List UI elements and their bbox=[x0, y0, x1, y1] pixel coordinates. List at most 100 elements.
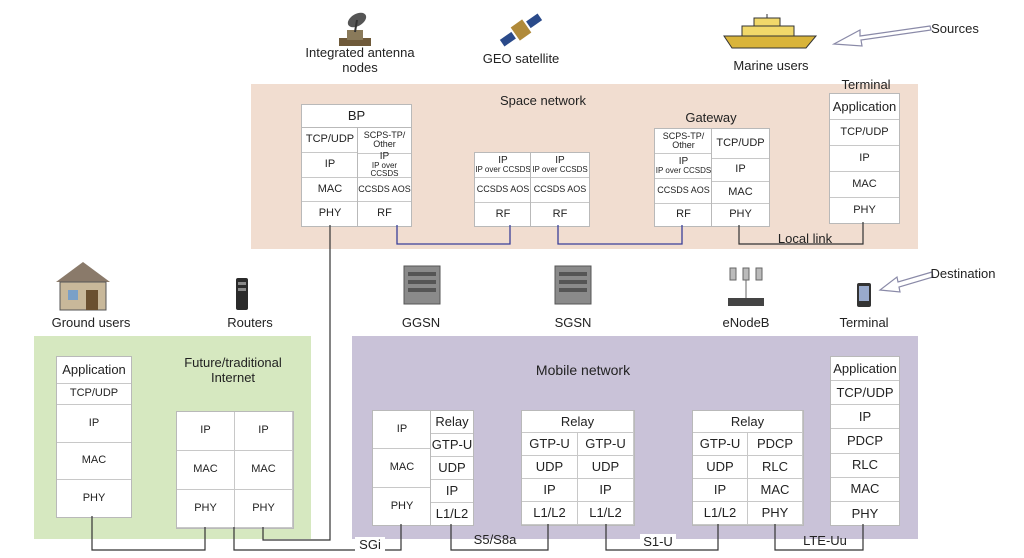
bp-right-ip: IP IP over CCSDS bbox=[358, 151, 411, 178]
gw-left-ip-sub: IP over CCSDS bbox=[655, 166, 712, 176]
mt-phy: PHY bbox=[831, 501, 899, 525]
terminal-label: Terminal bbox=[839, 315, 889, 330]
phone-icon bbox=[857, 283, 871, 307]
gw-right-tcpudp: TCP/UDP bbox=[712, 129, 769, 160]
ship-icon bbox=[723, 14, 818, 49]
space-term-mac: MAC bbox=[830, 172, 899, 198]
satellite-icon bbox=[499, 13, 543, 47]
sgi-label: SGi bbox=[355, 537, 385, 552]
lteuu-label: LTE-Uu bbox=[803, 533, 847, 548]
sgsn-gtpu-r: GTP-U bbox=[578, 433, 634, 456]
mt-tcpudp: TCP/UDP bbox=[831, 381, 899, 406]
ggsn-left-phy: PHY bbox=[373, 487, 431, 525]
enodeb-icon bbox=[728, 267, 764, 306]
sat-right-stack: IP IP over CCSDS CCSDS AOS RF bbox=[530, 152, 590, 227]
gw-right-stack: TCP/UDP IP MAC PHY bbox=[711, 128, 770, 227]
sat-right-rf: RF bbox=[531, 203, 589, 226]
sat-left-ip-sub: IP over CCSDS bbox=[475, 165, 531, 175]
sat-left-rf: RF bbox=[475, 203, 531, 226]
space-term-tcpudp: TCP/UDP bbox=[830, 120, 899, 146]
sgsn-icon bbox=[554, 265, 592, 305]
house-icon bbox=[56, 262, 110, 311]
bp-left-stack: TCP/UDP IP MAC PHY bbox=[301, 127, 359, 227]
sgsn-ip-r: IP bbox=[578, 479, 634, 502]
ground-ip: IP bbox=[57, 405, 131, 443]
mobile-network-title: Mobile network bbox=[535, 362, 631, 378]
ggsn-relay: Relay bbox=[431, 411, 473, 434]
enodeb-stack: Relay GTP-U PDCP UDP RLC IP MAC L1/L2 PH… bbox=[692, 410, 804, 526]
gw-right-phy: PHY bbox=[712, 204, 769, 227]
gw-left-rf: RF bbox=[655, 204, 712, 226]
router-ip-left: IP bbox=[177, 412, 235, 451]
s1u-line bbox=[605, 524, 719, 551]
bp-header-text: BP bbox=[302, 105, 411, 127]
gw-right-mac: MAC bbox=[712, 181, 769, 205]
s5s8a-label: S5/S8a bbox=[473, 532, 517, 547]
space-term-app: Application bbox=[830, 94, 899, 120]
routers-label: Routers bbox=[227, 315, 273, 330]
sat-right-ip-sub: IP over CCSDS bbox=[532, 165, 588, 175]
sat-left-ip: IP IP over CCSDS bbox=[475, 153, 531, 178]
bp-left-phy: PHY bbox=[302, 202, 358, 226]
ggsn-right-stack: Relay GTP-U UDP IP L1/L2 bbox=[430, 410, 474, 526]
gateway-title: Gateway bbox=[685, 110, 737, 125]
lteuu-line bbox=[774, 524, 864, 551]
antenna-icon bbox=[339, 12, 371, 46]
enb-pdcp: PDCP bbox=[748, 433, 803, 456]
ground-user-stack: Application TCP/UDP IP MAC PHY bbox=[56, 356, 132, 518]
space-terminal-stack: Application TCP/UDP IP MAC PHY bbox=[829, 93, 900, 224]
sgsn-label: SGSN bbox=[554, 315, 592, 330]
router-phy-left: PHY bbox=[177, 490, 235, 528]
bp-right-rf: RF bbox=[358, 202, 411, 226]
mt-mac: MAC bbox=[831, 477, 899, 502]
mt-ip: IP bbox=[831, 405, 899, 430]
mt-pdcp: PDCP bbox=[831, 429, 899, 454]
terminal-top-label: Terminal bbox=[841, 77, 891, 92]
router-mac-left: MAC bbox=[177, 451, 235, 490]
ground-mac: MAC bbox=[57, 442, 131, 481]
local-link-line bbox=[738, 222, 864, 245]
geo-satellite-label: GEO satellite bbox=[482, 51, 560, 66]
sgsn-ip-l: IP bbox=[522, 479, 578, 502]
space-term-ip: IP bbox=[830, 146, 899, 172]
router-phy-right: PHY bbox=[235, 490, 293, 528]
ggsn-left-mac: MAC bbox=[373, 449, 431, 488]
space-term-phy: PHY bbox=[830, 198, 899, 223]
enb-ip: IP bbox=[693, 479, 748, 502]
sat-right-ccsds: CCSDS AOS bbox=[531, 178, 589, 203]
sat-right-ip-top: IP bbox=[555, 154, 565, 166]
local-link-label: Local link bbox=[777, 231, 833, 246]
router-stack: IP IP MAC MAC PHY PHY bbox=[176, 411, 294, 529]
router-icon bbox=[236, 278, 248, 310]
bp-left-ip: IP bbox=[302, 152, 358, 178]
sgsn-l1l2-l: L1/L2 bbox=[522, 502, 578, 525]
destination-arrow-icon bbox=[878, 271, 934, 293]
bp-to-router-line bbox=[262, 225, 331, 541]
internet-title: Future/traditional Internet bbox=[184, 355, 282, 385]
mt-app: Application bbox=[831, 357, 899, 382]
sources-arrow-icon bbox=[832, 25, 932, 47]
gw-left-ccsds: CCSDS AOS bbox=[655, 179, 712, 204]
bp-right-stack: SCPS-TP/ Other IP IP over CCSDS CCSDS AO… bbox=[357, 127, 412, 227]
ground-tcpudp: TCP/UDP bbox=[57, 383, 131, 406]
s5s8a-line bbox=[450, 524, 549, 551]
bp-left-tcpudp: TCP/UDP bbox=[302, 128, 358, 153]
sat-left-ccsds: CCSDS AOS bbox=[475, 178, 531, 203]
enb-l1l2: L1/L2 bbox=[693, 502, 748, 525]
sat-right-ip: IP IP over CCSDS bbox=[531, 153, 589, 178]
ggsn-udp: UDP bbox=[431, 457, 473, 480]
space-link-sat-gw bbox=[557, 225, 683, 245]
ggsn-left-ip: IP bbox=[373, 411, 431, 450]
ground-phy: PHY bbox=[57, 480, 131, 517]
bp-right-ccsds: CCSDS AOS bbox=[358, 177, 411, 203]
enb-rlc: RLC bbox=[748, 456, 803, 479]
mobile-terminal-stack: Application TCP/UDP IP PDCP RLC MAC PHY bbox=[830, 356, 900, 526]
router-mac-right: MAC bbox=[235, 451, 293, 490]
gw-right-ip: IP bbox=[712, 159, 769, 182]
sgsn-stack: Relay GTP-U GTP-U UDP UDP IP IP L1/L2 L1… bbox=[521, 410, 635, 526]
gw-left-ip-top: IP bbox=[678, 155, 689, 167]
sat-left-stack: IP IP over CCSDS CCSDS AOS RF bbox=[474, 152, 532, 227]
enb-gtpu: GTP-U bbox=[693, 433, 748, 456]
ggsn-label: GGSN bbox=[401, 315, 441, 330]
space-network-title: Space network bbox=[500, 93, 586, 108]
